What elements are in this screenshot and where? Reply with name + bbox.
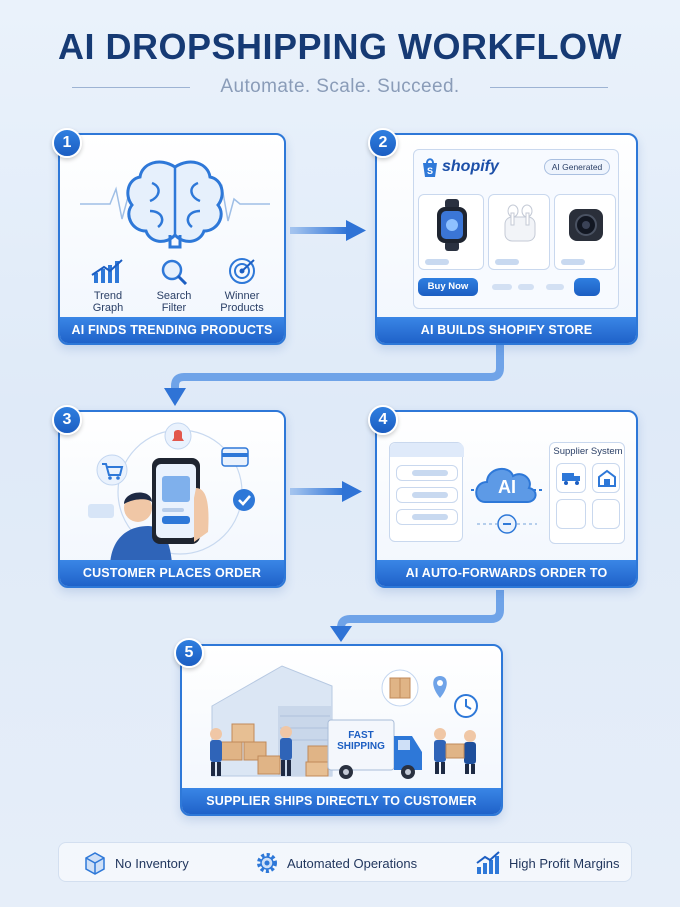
benefit-label: Automated Operations — [287, 855, 418, 871]
truck-icon — [562, 473, 580, 485]
step-5-badge: 5 — [174, 638, 204, 668]
shipping-illustration — [210, 665, 478, 779]
checkmark-icon — [233, 489, 255, 511]
step-1-badge: 1 — [52, 128, 82, 158]
divider-right — [490, 87, 608, 88]
benefit-automated-operations: Automated Operations — [255, 843, 417, 883]
earbuds-icon — [504, 204, 536, 242]
divider-left — [72, 87, 190, 88]
shopify-bag-icon: S — [423, 158, 437, 177]
list-tile — [592, 499, 620, 529]
tool-search-filter: Search Filter — [144, 257, 204, 314]
box-icon — [85, 852, 105, 875]
benefit-high-profit: High Profit Margins — [475, 843, 620, 883]
tool-winner-products: Winner Products — [210, 257, 274, 314]
step-4-badge: 4 — [368, 405, 398, 435]
camera-icon — [569, 209, 603, 241]
supplier-system-label: Supplier System — [553, 446, 623, 457]
step-1-caption: AI FINDS TRENDING PRODUCTS — [60, 317, 284, 343]
smartphone-icon — [152, 458, 200, 544]
product-watch — [418, 194, 484, 270]
worker-left — [210, 728, 222, 776]
step-4-caption: AI AUTO-FORWARDS ORDER TO SUPPLIER — [377, 560, 636, 586]
page-subtitle: Automate. Scale. Succeed. — [220, 76, 460, 97]
step-3-caption: CUSTOMER PLACES ORDER — [60, 560, 284, 586]
tool-winner-products-label: Winner Products — [220, 290, 264, 314]
tool-search-filter-label: Search Filter — [156, 290, 192, 314]
brain-icon — [80, 160, 270, 249]
location-pin-icon — [433, 676, 447, 698]
arrow-3-to-4 — [290, 481, 362, 502]
step-1-card: Trend Graph Search Filter Winner Product… — [58, 133, 286, 345]
benefit-label: High Profit Margins — [509, 855, 620, 871]
shopify-brand: shopify — [442, 158, 499, 175]
customer-receiving — [434, 728, 476, 774]
step-4-card: AI Supplier System AI AUTO-FORWARDS ORDE… — [375, 410, 638, 588]
notification-bell-icon — [164, 422, 192, 450]
subtitle-row: Automate. Scale. Succeed. — [0, 76, 680, 100]
fast-shipping-label: FAST SHIPPING — [337, 730, 385, 752]
step-3-badge: 3 — [52, 405, 82, 435]
step-5-card: FAST SHIPPING SUPPLIER SHIPS DIRECTLY TO… — [180, 644, 503, 816]
benefit-label: No Inventory — [115, 855, 189, 871]
arrow-2-to-3 — [164, 345, 504, 406]
package-icon — [381, 669, 419, 707]
benefit-no-inventory: No Inventory — [83, 843, 189, 883]
boxes-stack — [219, 723, 329, 777]
step-3-card: CUSTOMER PLACES ORDER — [58, 410, 286, 588]
supplier-system-panel: Supplier System — [549, 442, 625, 544]
docs-tile — [556, 499, 586, 529]
growth-chart-icon — [476, 851, 500, 874]
warehouse-icon — [598, 469, 616, 487]
search-filter-icon — [161, 259, 188, 286]
step-2-badge: 2 — [368, 128, 398, 158]
product-earbuds — [488, 194, 550, 270]
trend-graph-icon — [91, 259, 123, 283]
step-5-caption: SUPPLIER SHIPS DIRECTLY TO CUSTOMER — [182, 788, 501, 814]
store-mockup: S shopify AI Generated — [413, 149, 619, 309]
product-camera — [554, 194, 616, 270]
tool-trend-graph: Trend Graph — [78, 257, 138, 314]
worker-right — [280, 726, 292, 776]
truck-tile — [556, 463, 586, 493]
gear-icon — [257, 853, 277, 873]
credit-card-icon — [221, 447, 249, 467]
step-2-caption: AI BUILDS SHOPIFY STORE — [377, 317, 636, 343]
cart-button[interactable] — [574, 278, 600, 296]
buy-now-button[interactable]: Buy Now — [418, 278, 478, 296]
svg-text:S: S — [427, 166, 433, 176]
ai-label: AI — [498, 477, 516, 497]
clock-icon — [454, 694, 478, 718]
arrow-1-to-2 — [290, 220, 366, 241]
shopping-cart-icon — [96, 454, 128, 486]
delivery-truck — [327, 719, 422, 779]
hand — [194, 488, 209, 542]
mini-card — [88, 504, 114, 518]
benefits-bar: No Inventory Automated Operations High P… — [58, 842, 632, 882]
customer-order-illustration — [88, 422, 255, 564]
target-icon — [229, 258, 255, 284]
smartwatch-icon — [437, 199, 467, 251]
page-title: AI DROPSHIPPING WORKFLOW — [58, 26, 622, 67]
ai-cloud-icon — [471, 467, 543, 534]
tool-trend-graph-label: Trend Graph — [92, 290, 124, 314]
arrow-4-to-5 — [330, 590, 504, 642]
step-2-card: S shopify AI Generated — [375, 133, 638, 345]
ai-generated-tag: AI Generated — [544, 159, 610, 175]
store-dashboard-panel — [389, 442, 464, 542]
